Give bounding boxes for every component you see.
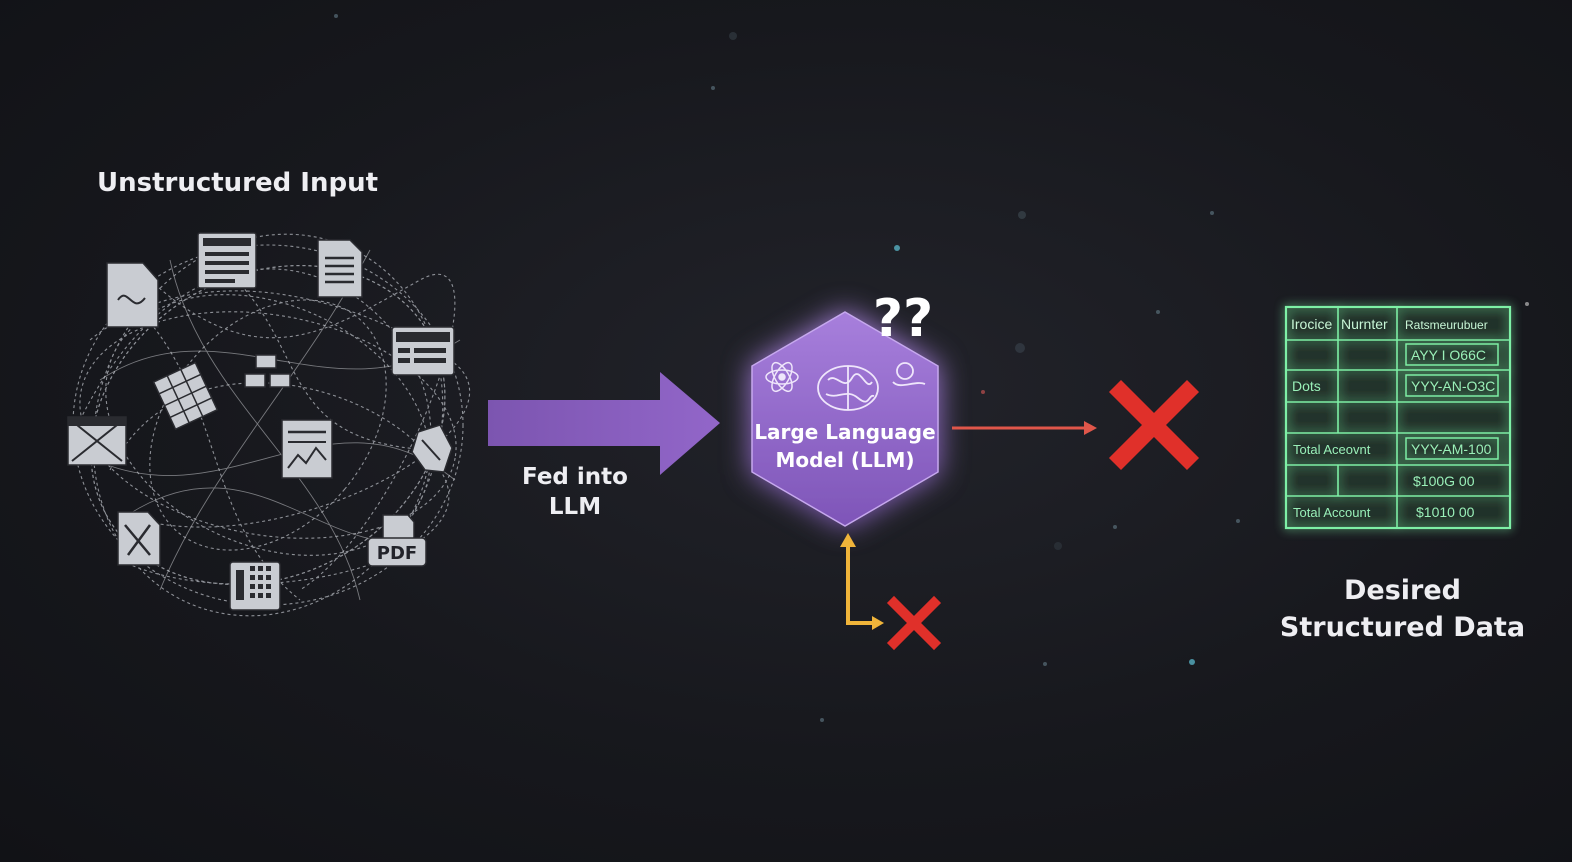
org-chart-icon — [244, 354, 291, 388]
text-page-icon — [317, 239, 363, 298]
failed-output-arrow — [952, 421, 1097, 435]
fed-label-line2: LLM — [548, 494, 602, 520]
document-icons: PDF — [67, 232, 455, 611]
fed-label-line1: Fed into — [522, 464, 628, 490]
torn-document-icon — [411, 424, 453, 473]
feedback-arrow-head-up — [840, 533, 856, 547]
pdf-file-icon: PDF — [367, 514, 427, 567]
table-cell-texts: Irocice Nurnter Ratsmeurubuer AYY I O66C… — [1291, 316, 1495, 520]
table-cell: Ratsmeurubuer — [1405, 318, 1488, 332]
calculator-icon — [229, 561, 281, 611]
table-cell: YYY-AM-100 — [1411, 441, 1492, 457]
background-particles — [334, 14, 1529, 722]
table-cell: Total Account — [1293, 505, 1371, 520]
table-cell: YYY-AN-O3C — [1411, 378, 1495, 394]
feedback-arrow — [846, 545, 874, 625]
output-title-line2: Structured Data — [1279, 612, 1526, 643]
table-cell: Nurnter — [1341, 316, 1388, 332]
feedback-arrow-head-right — [872, 616, 884, 630]
table-cell: $100G 00 — [1413, 473, 1475, 489]
signed-document-icon — [106, 262, 159, 328]
table-cell: $1010 00 — [1416, 504, 1475, 520]
structured-data-table — [1284, 305, 1512, 530]
unstructured-input-title: Unstructured Input — [96, 168, 379, 198]
table-cell: Dots — [1292, 378, 1321, 394]
form-document-icon — [197, 232, 257, 289]
llm-label-line1: Large Language — [754, 420, 935, 444]
pdf-label: PDF — [377, 543, 417, 564]
fed-into-llm-label: Fed into LLM — [505, 462, 645, 522]
llm-label-line2: Model (LLM) — [775, 448, 914, 472]
output-title-line1: Desired — [1343, 575, 1461, 606]
spreadsheet-icon — [152, 361, 219, 431]
question-marks: ?? — [873, 289, 933, 349]
fed-into-llm-arrow — [488, 372, 720, 475]
gear-doodle-icon — [892, 362, 926, 387]
table-cell: Total Aceovnt — [1293, 442, 1371, 457]
table-card-icon — [391, 326, 455, 376]
table-cell: Irocice — [1291, 316, 1332, 332]
small-failure-x-icon — [886, 595, 942, 651]
table-cell: AYY I O66C — [1411, 347, 1486, 363]
llm-hexagon — [751, 311, 939, 527]
atom-icon — [765, 361, 799, 393]
scribbled-document-icon — [117, 511, 161, 566]
large-failure-x-icon — [1108, 379, 1200, 471]
structured-data-title: Desired Structured Data — [1270, 572, 1535, 646]
chart-document-icon — [281, 419, 333, 479]
brain-icon — [817, 365, 879, 411]
image-placeholder-icon — [67, 416, 127, 466]
